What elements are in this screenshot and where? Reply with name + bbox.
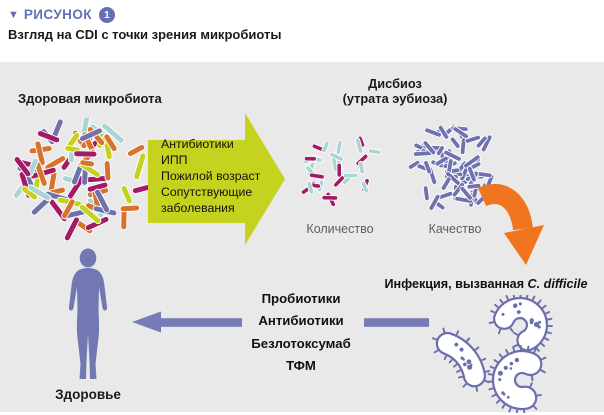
pathogen-name: C. difficile xyxy=(527,277,588,291)
dysbiosis-to-infection-arrow xyxy=(477,184,544,265)
diagram-panel: Здоровая микробиота Антибиотики ИПП Пожи… xyxy=(0,62,604,413)
treatment-arrow xyxy=(132,311,429,333)
risk-factor-item: ИПП xyxy=(161,153,188,167)
treatment-item: Пробиотики xyxy=(261,291,341,306)
dysbiosis-title: Дисбиоз xyxy=(368,76,422,91)
risk-factors-arrow xyxy=(148,113,285,245)
figure-title: Взгляд на CDI с точки зрения микробиоты xyxy=(8,27,282,42)
treatment-item: ТФМ xyxy=(286,357,316,373)
figure-number-badge: 1 xyxy=(98,7,115,23)
risk-factors-text: Антибиотики ИПП Пожилой возраст Сопутств… xyxy=(161,136,283,216)
quantity-label: Количество xyxy=(306,222,374,236)
treatment-text: Пробиотики Антибиотики Безлотоксумаб ТФМ xyxy=(233,288,369,377)
health-label: Здоровье xyxy=(55,387,121,402)
human-silhouette xyxy=(68,248,108,379)
treatment-item: Антибиотики xyxy=(258,313,344,329)
figure-label: РИСУНОК xyxy=(23,7,92,22)
infection-label-prefix: Инфекция, вызванная xyxy=(384,277,528,291)
healthy-microbiota-cluster xyxy=(12,118,156,242)
treatment-item: Безлотоксумаб xyxy=(251,335,351,351)
triangle-down-icon: ▼ xyxy=(8,9,19,21)
risk-factor-item: Пожилой возраст xyxy=(161,169,261,183)
quality-label: Качество xyxy=(428,222,482,236)
figure-header: ▼ РИСУНОК 1 xyxy=(8,6,115,24)
cdiff-bacteria-illustration xyxy=(431,295,553,413)
quantity-cluster xyxy=(300,135,382,207)
healthy-microbiota-label: Здоровая микробиота xyxy=(18,91,162,106)
risk-factor-item: Сопутствующие заболевания xyxy=(161,185,253,215)
risk-factor-item: Антибиотики xyxy=(161,137,234,151)
infection-label: Инфекция, вызванная C. difficile xyxy=(370,277,602,291)
dysbiosis-subtitle: (утрата эубиоза) xyxy=(342,91,448,106)
dysbiosis-heading: Дисбиоз (утрата эубиоза) xyxy=(300,76,490,106)
